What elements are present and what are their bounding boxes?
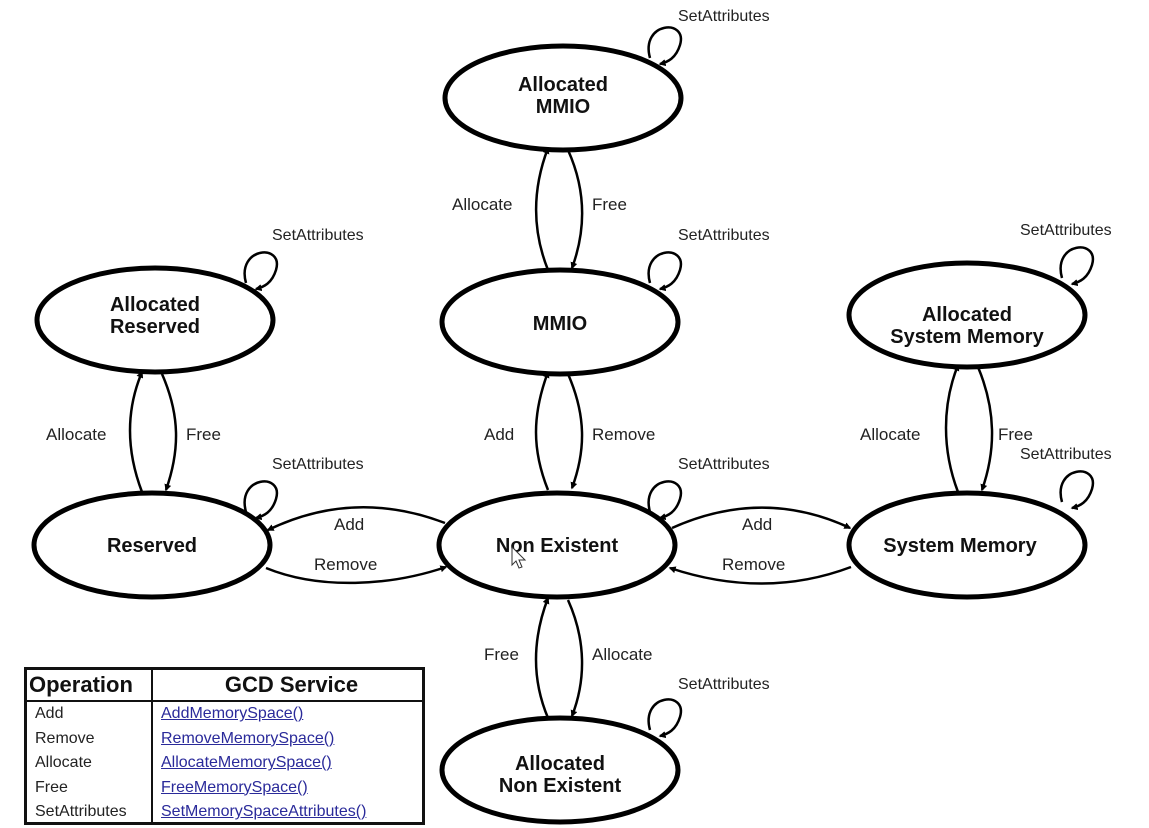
edge-label-ne-free: Free [484, 645, 519, 664]
self-loop-allocated-non-existent [647, 698, 683, 739]
table-row: Remove RemoveMemorySpace() [27, 726, 422, 752]
edge-label-ne-mmio-add: Add [484, 425, 514, 444]
table-cell-service: FreeMemorySpace() [153, 776, 422, 801]
edge-label-reserved-free: Free [186, 425, 221, 444]
state-label-allocated-mmio-1: Allocated [518, 74, 608, 96]
service-link[interactable]: SetMemorySpaceAttributes() [161, 803, 367, 821]
edge-label-ne-reserved-add: Add [334, 515, 364, 534]
table-row: Allocate AllocateMemorySpace() [27, 751, 422, 776]
mouse-cursor-icon [511, 545, 527, 569]
state-label-mmio: MMIO [533, 313, 587, 335]
table-cell-operation: SetAttributes [27, 800, 153, 825]
sa-label-allocated-reserved: SetAttributes [272, 227, 364, 244]
transition-edges [128, 146, 994, 719]
state-label-allocated-system-memory-2: System Memory [890, 326, 1044, 348]
table-header-row: Operation GCD Service [27, 670, 422, 702]
edge-ne-reserved-remove [265, 565, 448, 585]
service-link[interactable]: FreeMemorySpace() [161, 778, 308, 796]
sa-label-mmio: SetAttributes [678, 227, 770, 244]
sa-label-non-existent: SetAttributes [678, 456, 770, 473]
edge-labels: Allocate Free Add Remove Allocate Free A… [46, 195, 1033, 664]
edge-ne-allocate [566, 599, 584, 718]
sa-label-allocated-non-existent: SetAttributes [678, 676, 770, 693]
edge-label-ne-mmio-remove: Remove [592, 425, 655, 444]
edge-sysmem-allocate [944, 363, 960, 493]
edge-ne-sysmem-remove [668, 565, 852, 585]
edge-reserved-allocate [128, 370, 144, 493]
edge-label-ne-allocate: Allocate [592, 645, 652, 664]
state-allocated-system-memory [846, 260, 1088, 370]
state-allocated-non-existent [439, 715, 681, 825]
edge-label-ne-sysmem-remove: Remove [722, 555, 785, 574]
table-cell-operation: Allocate [27, 751, 153, 776]
edge-ne-mmio-remove [566, 373, 584, 490]
edge-label-sysmem-allocate: Allocate [860, 425, 920, 444]
edge-mmio-free [566, 149, 584, 270]
edge-ne-free [534, 596, 550, 719]
table-cell-service: SetMemorySpaceAttributes() [153, 800, 422, 825]
edge-label-reserved-allocate: Allocate [46, 425, 106, 444]
service-link[interactable]: AllocateMemorySpace() [161, 754, 332, 772]
sa-label-reserved: SetAttributes [272, 456, 364, 473]
edge-label-mmio-free: Free [592, 195, 627, 214]
operation-service-table: Operation GCD Service Add AddMemorySpace… [24, 667, 425, 825]
table-header-gcd-service: GCD Service [224, 672, 359, 697]
table-cell-operation: Free [27, 775, 153, 800]
state-reserved [31, 490, 273, 600]
edge-ne-reserved-add [266, 506, 446, 532]
states [31, 43, 1088, 825]
table-row: Add AddMemorySpace() [27, 702, 422, 727]
edge-sysmem-free [976, 366, 994, 492]
edge-label-sysmem-free: Free [998, 425, 1033, 444]
state-label-reserved: Reserved [107, 535, 197, 557]
self-loop-system-memory [1059, 470, 1095, 511]
service-link[interactable]: AddMemorySpace() [161, 705, 304, 723]
table-row: Free FreeMemorySpace() [27, 775, 422, 801]
state-label-allocated-system-memory-1: Allocated [922, 304, 1012, 326]
table-cell-service: AddMemorySpace() [153, 702, 422, 727]
table-cell-operation: Add [27, 702, 153, 727]
self-loop-reserved [243, 480, 279, 521]
edge-reserved-free [160, 373, 178, 492]
sa-label-allocated-system-memory: SetAttributes [1020, 222, 1112, 239]
self-loop-allocated-reserved [243, 251, 279, 292]
state-non-existent [436, 490, 678, 600]
edge-label-ne-sysmem-add: Add [742, 515, 772, 534]
edge-label-mmio-allocate: Allocate [452, 195, 512, 214]
edge-ne-mmio-add [534, 370, 550, 491]
table-row: SetAttributes SetMemorySpaceAttributes() [27, 800, 422, 825]
state-mmio [439, 267, 681, 377]
sa-label-system-memory: SetAttributes [1020, 446, 1112, 463]
state-label-non-existent: Non Existent [496, 535, 619, 557]
table-cell-operation: Remove [27, 726, 153, 751]
edge-ne-sysmem-add [671, 506, 852, 530]
self-loop-non-existent [647, 480, 683, 521]
state-label-allocated-reserved-2: Reserved [110, 316, 200, 338]
state-label-system-memory: System Memory [883, 535, 1037, 557]
self-loop-mmio [647, 251, 683, 292]
state-allocated-mmio [442, 43, 684, 153]
edge-label-ne-reserved-remove: Remove [314, 555, 377, 574]
table-header-operation: Operation [27, 670, 153, 700]
state-system-memory [846, 490, 1088, 600]
state-allocated-reserved [34, 265, 276, 375]
state-label-allocated-non-existent-2: Non Existent [499, 775, 622, 797]
table-cell-service: AllocateMemorySpace() [153, 751, 422, 776]
self-loop-allocated-mmio [647, 26, 683, 67]
service-link[interactable]: RemoveMemorySpace() [161, 729, 335, 747]
set-attributes-labels: SetAttributes SetAttributes SetAttribute… [272, 8, 1112, 693]
sa-label-allocated-mmio: SetAttributes [678, 8, 770, 25]
state-label-allocated-reserved-1: Allocated [110, 294, 200, 316]
state-label-allocated-mmio-2: MMIO [536, 96, 590, 118]
self-loop-allocated-system-memory [1059, 246, 1095, 287]
state-label-allocated-non-existent-1: Allocated [515, 753, 605, 775]
self-loops [243, 26, 1095, 739]
state-labels: Allocated MMIO Allocated Reserved MMIO A… [107, 74, 1045, 797]
edge-mmio-allocate [534, 146, 550, 271]
table-cell-service: RemoveMemorySpace() [153, 727, 422, 752]
